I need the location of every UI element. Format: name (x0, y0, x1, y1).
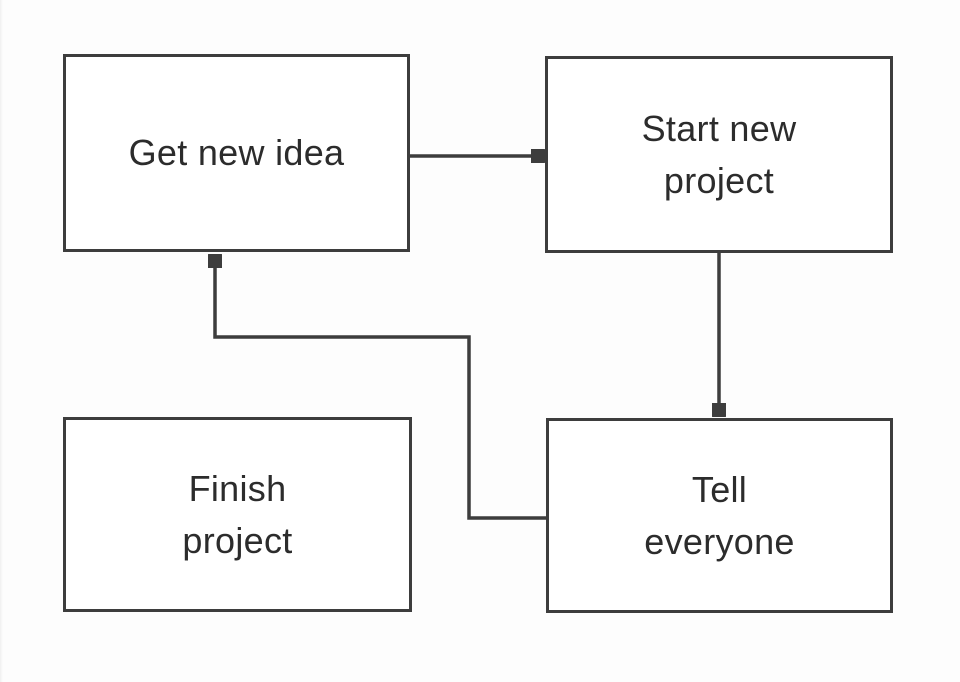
node-start-new-project: Start new project (545, 56, 893, 253)
node-get-new-idea: Get new idea (63, 54, 410, 252)
node-finish-project-label: Finish project (182, 468, 293, 561)
node-get-new-idea-label: Get new idea (128, 132, 345, 174)
node-start-new-project-label: Start new project (641, 108, 797, 201)
node-tell-everyone-label: Tell everyone (644, 469, 795, 562)
node-finish-project: Finish project (63, 417, 412, 612)
node-tell-everyone: Tell everyone (546, 418, 893, 613)
